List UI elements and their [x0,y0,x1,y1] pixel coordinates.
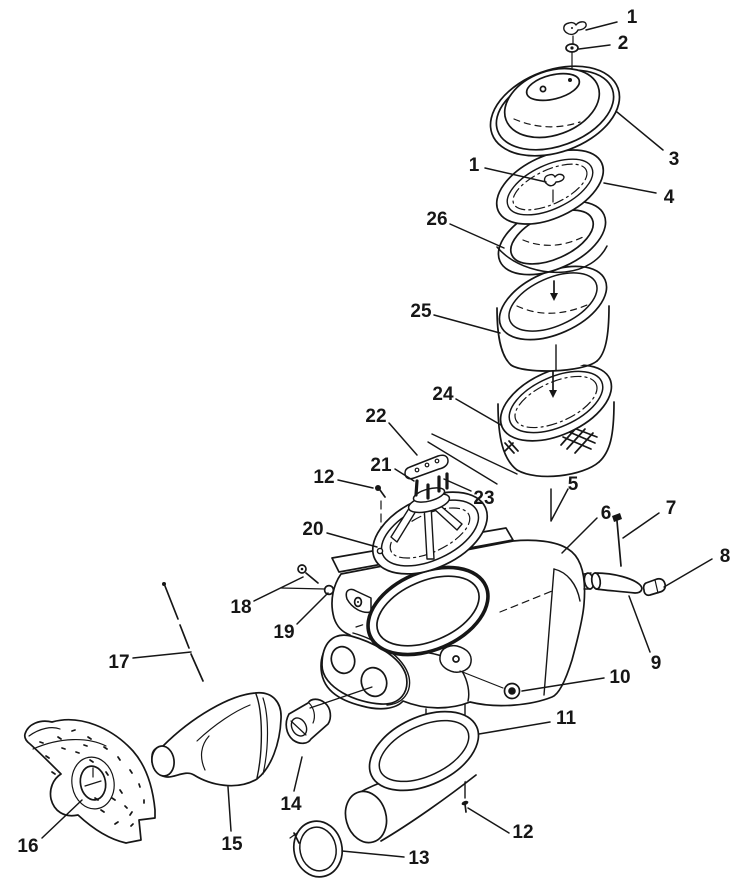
callout-label-12b: 12 [512,822,533,843]
boot-flange [368,710,480,792]
leader-line-1b [484,167,547,183]
callout-label-5: 5 [568,474,579,495]
frame-screw-hole [376,547,384,555]
callout-label-26: 26 [426,209,447,230]
leader-line-5 [550,488,569,522]
leader-line-15 [227,786,232,832]
part-22-bracket-plate [404,454,449,480]
part-11-intake-boot [344,710,480,844]
callout-label-21: 21 [370,455,392,476]
leader-line-10 [521,677,605,692]
callout-label-7: 7 [666,498,677,519]
leader-line-11 [478,721,551,735]
callout-label-16: 16 [17,836,38,857]
callout-label-20: 20 [302,519,323,540]
leader-line-14 [293,756,303,792]
plate-hole-upper [330,645,356,675]
callout-label-1a: 1 [627,7,638,28]
shield-texture [39,729,145,827]
part-12-screw-upper [375,485,386,498]
callout-label-24: 24 [432,384,454,405]
callout-label-13: 13 [408,848,429,869]
leader-line-3 [616,111,664,151]
body-boss [439,644,472,673]
callout-label-22: 22 [365,406,386,427]
callout-label-23: 23 [473,488,494,509]
part-2-washer [565,43,579,69]
boot-outlet [344,790,388,844]
leader-line-2 [578,44,611,50]
leader-line-18 [253,576,304,602]
callout-label-15: 15 [221,834,243,855]
leader-line-4 [603,182,657,194]
part-8-fitting [642,577,667,597]
part-9-hose [590,572,643,594]
part-3-cover [489,65,621,157]
callout-label-8: 8 [720,546,731,567]
part-25-foam-element [496,265,610,372]
callout-label-25: 25 [410,301,432,322]
leader-line-24 [455,398,502,426]
callout-label-3: 3 [669,149,680,170]
callout-label-12a: 12 [313,467,334,488]
leader-line-20 [326,532,378,548]
leader-line-17 [132,651,192,659]
leader-line-13 [341,850,405,858]
leader-line-26 [449,223,505,249]
duct-opening [151,745,175,777]
part-20-filter-frame [371,487,489,575]
leader-line-12a [337,479,374,489]
leader-line-9 [628,595,651,653]
part-16-shield [23,718,156,844]
leader-line-16 [41,799,83,839]
part-15-air-duct-boot [151,692,282,787]
part-18-screw [297,564,319,584]
part-1-wing-bolt-lower [543,173,565,203]
part-14-fitting [285,698,332,745]
leader-line-25 [433,314,501,334]
callout-label-2: 2 [618,33,629,54]
callout-label-10: 10 [609,667,630,688]
body-opening-rim [366,565,490,657]
leader-line-21 [394,468,415,482]
leader-line-1a [585,21,618,31]
cover-stud-hole [568,78,572,82]
callout-label-9: 9 [651,653,662,674]
part-13-clamp [289,820,344,878]
leader-line-7 [622,512,660,539]
body-ear [345,588,372,614]
part-4-gasket [495,149,605,225]
callout-label-11: 11 [556,708,577,729]
callout-label-14: 14 [280,794,302,815]
leader-line-8 [663,558,713,588]
leader-line-22 [388,422,418,456]
plate-hole-lower [360,666,388,698]
callout-label-6: 6 [601,503,612,524]
callout-label-4: 4 [664,187,675,208]
part-10-nut [503,682,521,700]
part-12-screw-lower [461,800,469,813]
part-24-filter-element [497,364,615,480]
callout-label-1b: 1 [469,155,480,176]
callout-label-19: 19 [273,622,294,643]
leader-line-6 [561,517,598,554]
leader-line-23 [443,478,472,492]
part-7-bolt [612,513,622,567]
centerline-arrows [549,280,558,398]
part-21-studs [414,479,430,500]
callout-label-18: 18 [230,597,251,618]
callout-label-17: 17 [108,652,129,673]
part-1-wing-bolt-top [563,21,587,45]
leader-line-12b [467,807,510,834]
cover-hole [539,85,547,93]
leader-line-19 [296,592,329,625]
part-17-rod [162,582,204,682]
